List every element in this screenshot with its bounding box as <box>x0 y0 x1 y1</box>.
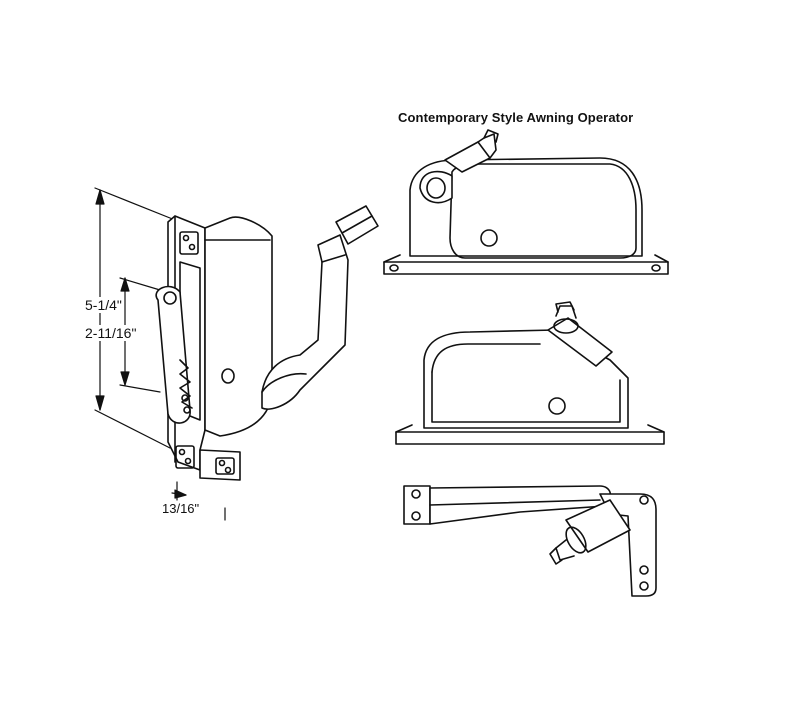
operator-side-view <box>95 188 378 520</box>
operator-top-view <box>404 486 656 596</box>
operator-side-view-closed <box>384 130 668 274</box>
spacing-dimension-line <box>120 278 160 392</box>
width-dimension-line <box>172 482 225 520</box>
operator-front-view <box>396 302 664 444</box>
crank-handle <box>262 235 348 409</box>
spacing-dimension-label: 2-11/16" <box>85 325 137 341</box>
width-dimension-label: 13/16" <box>162 501 200 516</box>
diagram-title: Contemporary Style Awning Operator <box>398 110 634 125</box>
height-dimension-label: 5-1/4" <box>85 297 122 313</box>
